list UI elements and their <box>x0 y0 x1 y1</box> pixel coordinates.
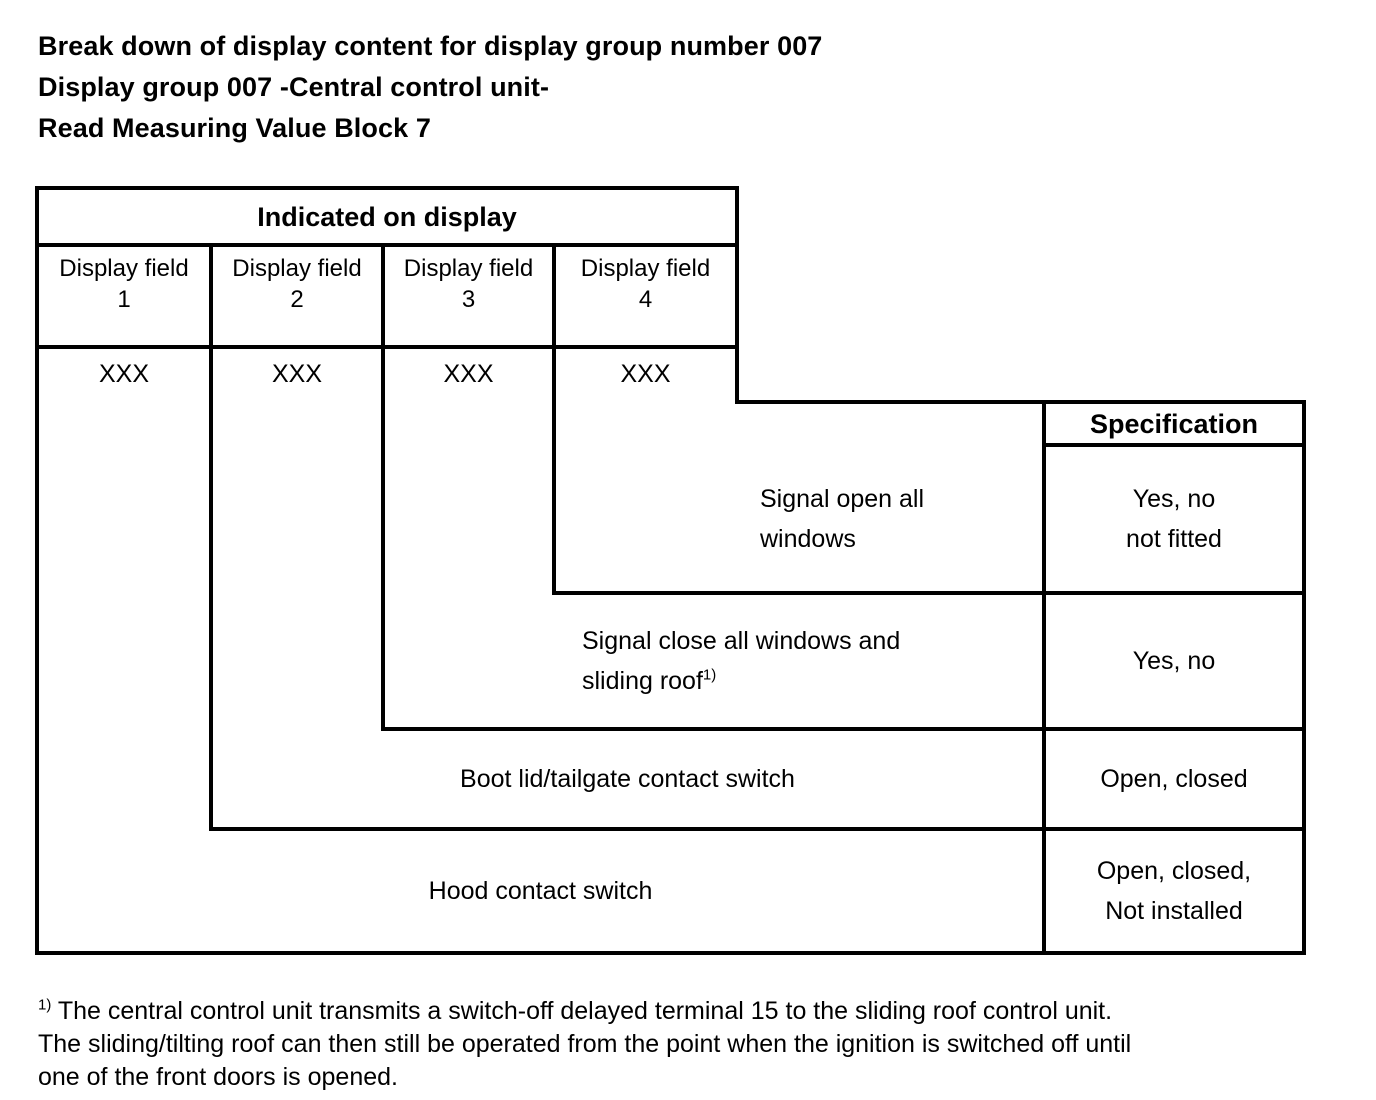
footnote-line-2: The sliding/tilting roof can then still … <box>38 1030 1132 1058</box>
border-row2-bottom <box>381 727 1306 731</box>
spec-header-cell: Specification <box>1046 404 1302 443</box>
display-field-2-header: Display field 2 <box>213 249 381 319</box>
footnote-line-3: one of the front doors is opened. <box>38 1063 398 1091</box>
border-right-spec <box>1302 400 1306 955</box>
row-4-spec-cell: Open, closed, Not installed <box>1046 831 1302 951</box>
display-field-2-value-cell: XXX <box>213 352 381 396</box>
border-step-1-top <box>735 400 1306 404</box>
group-header-label: Indicated on display <box>257 201 517 232</box>
row-1-spec-cell: Yes, no not fitted <box>1046 447 1302 591</box>
row-3-name-cell: Boot lid/tailgate contact switch <box>213 731 1042 827</box>
border-under-field-labels <box>35 345 739 349</box>
display-field-1-value: XXX <box>98 360 150 388</box>
border-bottom <box>35 951 1306 955</box>
border-left-outer <box>35 186 39 955</box>
row-3-specification: Open, closed <box>1100 765 1248 793</box>
display-field-4-value-cell: XXX <box>556 352 735 396</box>
row-4-specification: Open, closed, Not installed <box>1096 857 1252 925</box>
border-right-upper <box>735 186 739 404</box>
row-2-specification: Yes, no <box>1132 647 1216 675</box>
border-top <box>35 186 739 190</box>
row-2-name-cell: Signal close all windows and sliding roo… <box>582 595 1042 727</box>
row-2-name: Signal close all windows and sliding roo… <box>582 621 900 701</box>
footnote-line-1: 1) The central control unit transmits a … <box>38 995 1288 1028</box>
border-row3-bottom <box>209 827 1306 831</box>
display-field-1-label: Display field 1 <box>59 255 189 313</box>
group-header-cell: Indicated on display <box>35 190 739 243</box>
border-col2-col3 <box>381 243 385 731</box>
row-1-name: Signal open all windows <box>760 485 925 553</box>
border-under-group-header <box>35 243 739 247</box>
display-field-3-label: Display field 3 <box>403 255 534 313</box>
footnote-text-1: The central control unit transmits a swi… <box>57 997 1113 1025</box>
footnote-marker: 1) <box>38 996 52 1014</box>
heading-line-2: Display group 007 -Central control unit- <box>38 72 550 102</box>
display-field-3-value: XXX <box>443 360 494 388</box>
document-heading: Break down of display content for displa… <box>38 26 1238 149</box>
row-3-spec-cell: Open, closed <box>1046 731 1302 827</box>
row-2-spec-cell: Yes, no <box>1046 595 1302 727</box>
row-4-name: Hood contact switch <box>428 877 653 905</box>
display-field-1-value-cell: XXX <box>39 352 209 396</box>
display-field-2-value: XXX <box>271 360 323 388</box>
row-1-specification: Yes, no not fitted <box>1126 485 1222 553</box>
display-field-3-header: Display field 3 <box>385 249 552 319</box>
row-2-footnote-marker: 1) <box>702 666 717 684</box>
display-field-2-label: Display field 2 <box>232 255 362 313</box>
display-field-4-header: Display field 4 <box>556 249 735 319</box>
row-3-name: Boot lid/tailgate contact switch <box>460 765 795 793</box>
display-field-4-value: XXX <box>620 360 671 388</box>
border-row1-bottom <box>552 591 1306 595</box>
spec-header-label: Specification <box>1089 408 1259 439</box>
border-col1-col2 <box>209 243 213 831</box>
display-field-1-header: Display field 1 <box>39 249 209 319</box>
display-field-3-value-cell: XXX <box>385 352 552 396</box>
row-1-name-cell: Signal open all windows <box>760 447 1042 591</box>
display-field-4-label: Display field 4 <box>580 255 711 313</box>
row-2-name-text: Signal close all windows and sliding roo… <box>582 627 901 695</box>
row-4-name-cell: Hood contact switch <box>39 831 1042 951</box>
border-col3-col4 <box>552 243 556 595</box>
footnote-block: 1) The central control unit transmits a … <box>38 995 1288 1094</box>
heading-line-1: Break down of display content for displa… <box>38 31 823 61</box>
border-under-spec-header <box>1042 443 1306 447</box>
heading-line-3: Read Measuring Value Block 7 <box>38 113 431 143</box>
border-spec-left <box>1042 400 1046 955</box>
